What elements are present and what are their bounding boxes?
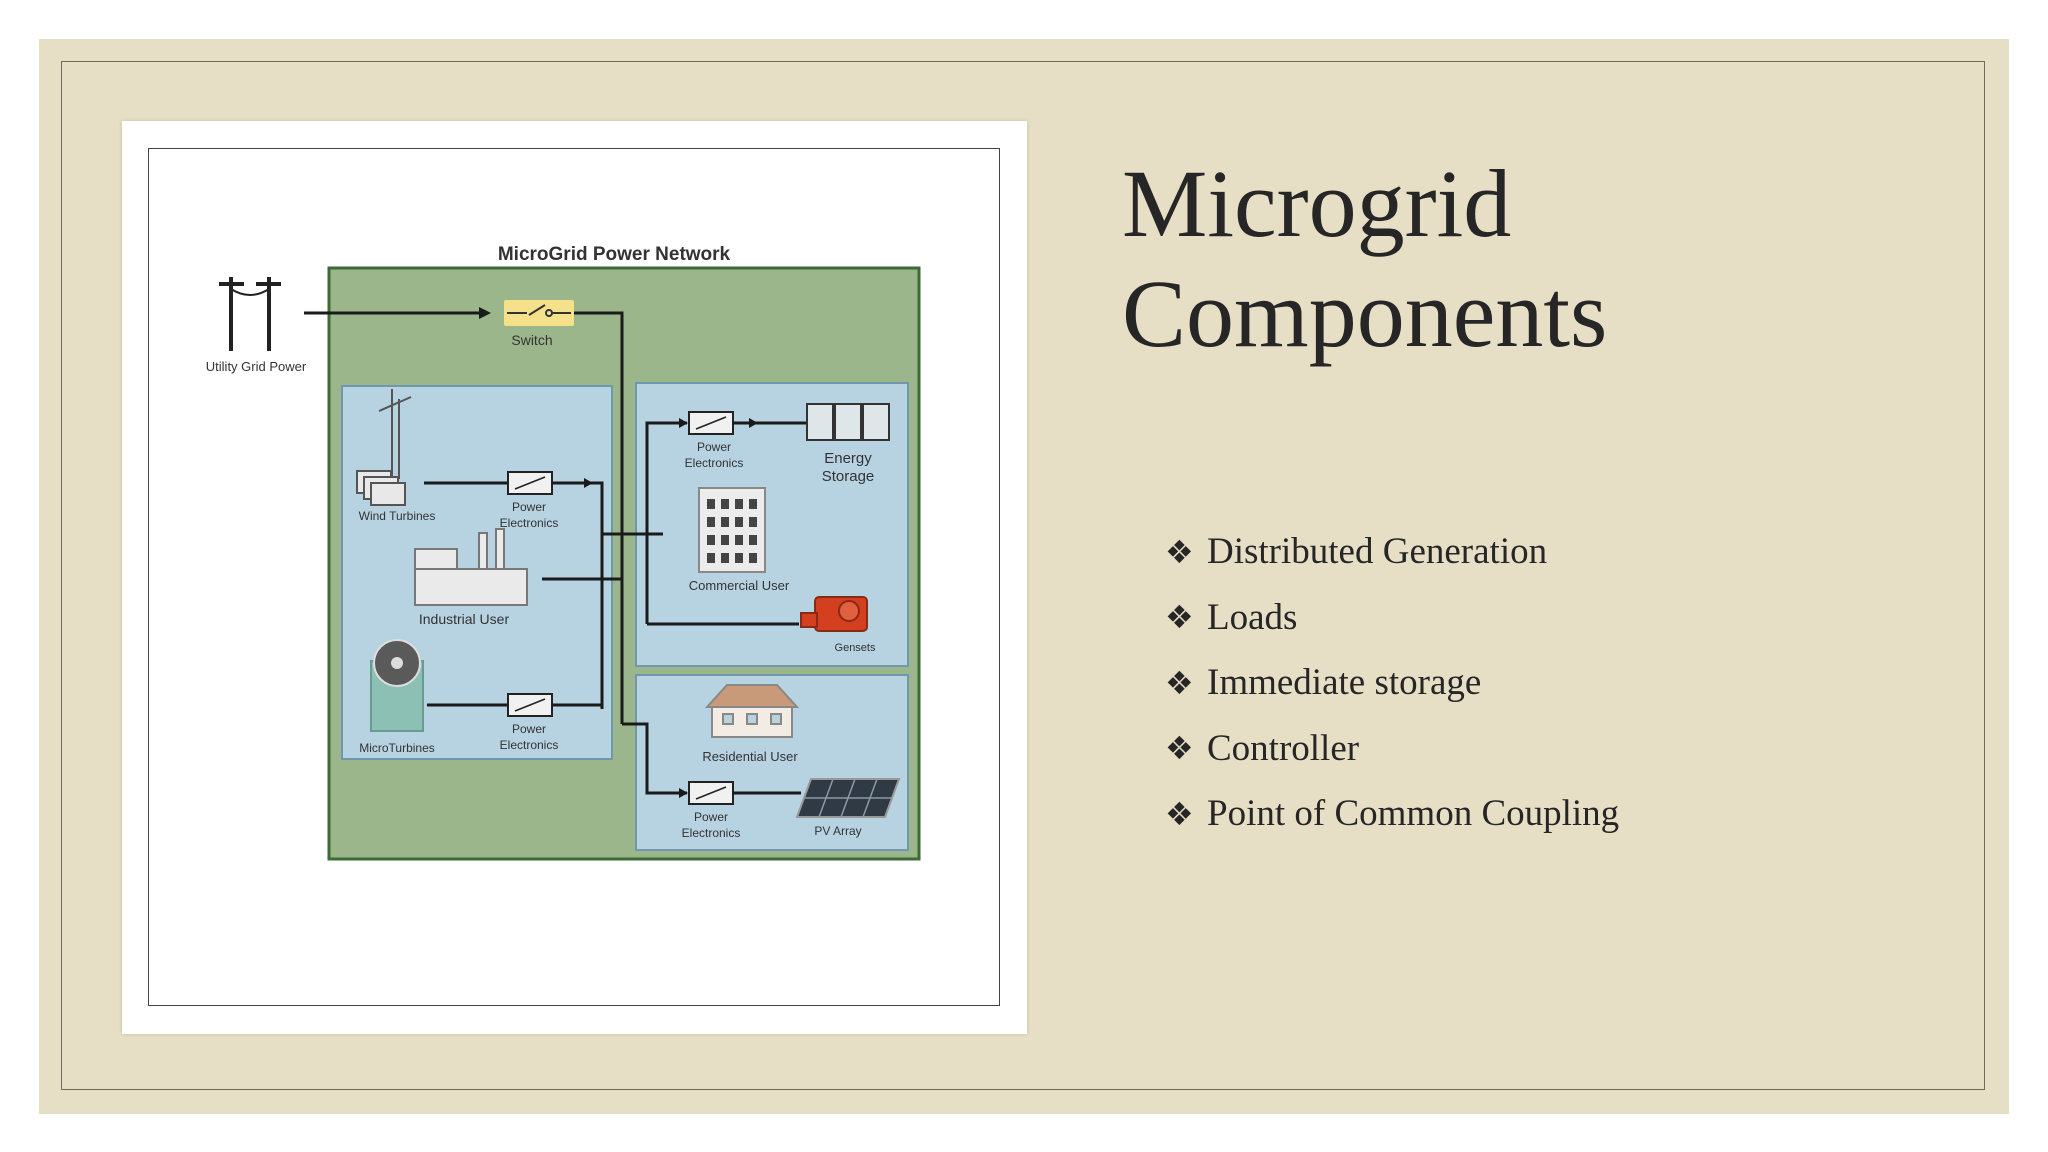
pe1-arrow <box>584 478 593 488</box>
slide-title: Microgrid Components <box>1122 149 1942 369</box>
pe1-label-2: Electronics <box>500 516 559 530</box>
switch-box <box>504 300 574 326</box>
bullet-list: ❖ Distributed Generation ❖ Loads ❖ Immed… <box>1165 519 1619 847</box>
factory-icon <box>414 528 528 606</box>
house-icon <box>704 684 800 738</box>
title-line-1: Microgrid <box>1122 150 1512 257</box>
commercial-user-label: Commercial User <box>689 578 790 593</box>
office-building-icon <box>698 487 766 573</box>
bullet-item: ❖ Loads <box>1165 585 1619 651</box>
pv-array-label: PV Array <box>814 824 861 838</box>
microturbine-icon <box>370 639 424 732</box>
pe4-label-2: Electronics <box>682 826 741 840</box>
bullet-item: ❖ Controller <box>1165 716 1619 782</box>
battery-icon <box>806 403 890 441</box>
slide: MicroGrid Power Network Utility Grid Pow… <box>39 39 2009 1114</box>
pe1-label-1: Power <box>512 500 546 514</box>
diagram-image-frame: MicroGrid Power Network Utility Grid Pow… <box>148 148 1000 1006</box>
diagram-title: MicroGrid Power Network <box>498 244 731 265</box>
industrial-user-label: Industrial User <box>419 611 510 627</box>
bullet-item: ❖ Immediate storage <box>1165 650 1619 716</box>
gen-collector-line <box>552 481 604 709</box>
diamond-bullet-icon: ❖ <box>1165 532 1194 571</box>
residential-user-label: Residential User <box>702 749 798 764</box>
diamond-bullet-icon: ❖ <box>1165 729 1194 768</box>
right-bus-line <box>645 421 687 624</box>
bullet-item: ❖ Point of Common Coupling <box>1165 781 1619 847</box>
bullet-item: ❖ Distributed Generation <box>1165 519 1619 585</box>
gensets-label: Gensets <box>835 642 876 654</box>
bullet-text: Controller <box>1207 727 1360 769</box>
pe3-label-1: Power <box>697 440 731 454</box>
wind-turbine-icon <box>356 389 412 506</box>
diamond-bullet-icon: ❖ <box>1165 663 1194 702</box>
switch-label: Switch <box>511 332 552 348</box>
genset-icon <box>800 596 868 632</box>
feed-arrow <box>479 307 491 319</box>
diamond-bullet-icon: ❖ <box>1165 794 1194 833</box>
wind-turbines-label: Wind Turbines <box>359 509 436 523</box>
energy-storage-label-2: Storage <box>822 468 875 485</box>
utility-grid-label: Utility Grid Power <box>206 359 307 374</box>
pe4-label-1: Power <box>694 810 728 824</box>
microturbines-label: MicroTurbines <box>359 741 435 755</box>
pe2-label-1: Power <box>512 722 546 736</box>
slide-border <box>61 61 1985 1090</box>
solar-panel-icon <box>795 778 901 818</box>
bullet-text: Point of Common Coupling <box>1207 793 1620 835</box>
pe2-label-2: Electronics <box>500 738 559 752</box>
energy-storage-label-1: Energy <box>824 450 872 467</box>
pe3-label-2: Electronics <box>685 456 744 470</box>
bullet-text: Distributed Generation <box>1207 531 1548 573</box>
utility-pole-icon <box>219 277 281 351</box>
main-bus-line <box>574 311 624 724</box>
bullet-text: Loads <box>1207 596 1298 638</box>
residential-bus-line <box>622 722 687 795</box>
bullet-text: Immediate storage <box>1207 662 1482 704</box>
microgrid-diagram: MicroGrid Power Network Utility Grid Pow… <box>206 244 921 861</box>
title-line-2: Components <box>1122 260 1608 367</box>
diagram-image-card: MicroGrid Power Network Utility Grid Pow… <box>122 121 1027 1034</box>
switch-icon <box>507 304 571 317</box>
diamond-bullet-icon: ❖ <box>1165 598 1194 637</box>
